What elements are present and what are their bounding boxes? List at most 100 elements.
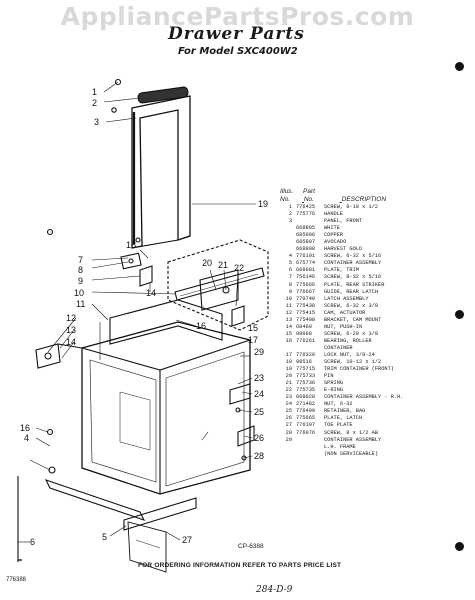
part-illus-no: 18 <box>285 359 292 366</box>
part-number: 668028 <box>296 394 316 401</box>
callout-3: 3 <box>94 117 99 127</box>
part-number: 776320 <box>296 351 316 358</box>
part-description: COPPER <box>324 232 344 239</box>
parts-row: 22 775735 E-RING <box>280 387 462 394</box>
callout-24: 24 <box>254 389 264 399</box>
part-number: 776425 <box>296 204 316 210</box>
part-number <box>296 218 324 225</box>
cam-bracket-part <box>35 343 83 369</box>
part-illus-no: 14 <box>285 323 292 330</box>
part-illus-no: 26 <box>285 415 292 422</box>
part-number: 668808 <box>296 246 316 253</box>
part-illus-no: 2 <box>288 211 292 218</box>
callout-13: 13 <box>66 325 76 335</box>
latch-plate-part <box>229 383 255 461</box>
part-description: LOCK NUT, 3/8-24 <box>324 351 375 358</box>
part-number: 775776 <box>296 211 316 218</box>
callout-14: 14 <box>146 288 156 298</box>
part-description: PLATE, LATCH <box>324 415 363 422</box>
part-illus-no: 6 <box>288 267 292 274</box>
screws-part <box>46 78 141 243</box>
part-description: CONTAINER ASSEMBLY - R.H. <box>324 394 404 401</box>
part-number: 776107 <box>296 422 316 429</box>
part-number: 271482 <box>296 401 316 408</box>
part-illus-no: 17 <box>285 351 292 358</box>
callout-26: 26 <box>254 433 264 443</box>
part-number: 776499 <box>296 408 316 415</box>
part-illus-no: 23 <box>285 394 292 401</box>
latch-rail-part <box>174 267 265 301</box>
part-illus-no <box>280 239 296 246</box>
handwritten-note: 284-D-9 <box>256 585 293 595</box>
part-description: NUT, PUSH-IN <box>324 323 363 330</box>
header-no-1: No. <box>280 196 291 203</box>
part-illus-no: 28 <box>285 429 292 436</box>
part-description: CONTAINER <box>324 344 353 351</box>
part-description: NUT, 6-32 <box>324 401 353 408</box>
binder-hole <box>455 310 464 319</box>
part-illus-no <box>280 225 296 232</box>
part-number: 775735 <box>296 387 316 394</box>
part-illus-no: 29 <box>285 436 292 443</box>
parts-row: 5 675774 CONTAINER ASSEMBLY <box>280 260 462 267</box>
callout-25: 25 <box>254 407 264 417</box>
part-number <box>296 444 324 451</box>
part-number: 675774 <box>296 260 316 267</box>
callout-1: 1 <box>92 87 97 97</box>
header-description: DESCRIPTION <box>341 196 387 203</box>
part-number: 685906 <box>296 232 316 239</box>
parts-list-header: Illus. Part No. No. DESCRIPTION <box>280 188 462 204</box>
part-number <box>296 437 324 444</box>
header-illus: Illus. <box>280 188 294 195</box>
part-number <box>296 451 324 458</box>
part-description: (NON SERVICEABLE) <box>324 450 379 457</box>
callout-2: 2 <box>92 98 97 108</box>
page-subtitle: For Model SXC400W2 <box>178 46 298 57</box>
callout-20: 20 <box>202 258 212 268</box>
part-illus-no: 10 <box>285 295 292 302</box>
header-no-2: No. <box>303 196 314 203</box>
part-number: 776261 <box>296 337 316 344</box>
page-title: Drawer Parts <box>168 24 305 44</box>
callout-10: 10 <box>74 288 84 298</box>
part-description: SCREW, 8-32 x 5/16 <box>324 274 382 281</box>
header-part: Part <box>303 188 315 195</box>
part-illus-no: 5 <box>288 260 292 267</box>
part-number <box>296 345 324 352</box>
part-description: RETAINER, BAG <box>324 408 366 415</box>
ordering-footer: FOR ORDERING INFORMATION REFER TO PARTS … <box>138 562 342 569</box>
part-description: L.H. FRAME <box>324 443 356 450</box>
part-illus-no: 22 <box>285 387 292 394</box>
part-illus-no: 19 <box>285 366 292 373</box>
part-number: 756146 <box>296 274 316 281</box>
callout-12: 12 <box>66 313 76 323</box>
binder-hole <box>455 542 464 551</box>
part-description: CONTAINER ASSEMBLY <box>324 260 382 267</box>
callout-14b: 14 <box>66 337 76 347</box>
latch-assembly-part <box>167 239 269 331</box>
part-number: 98516 <box>296 359 312 366</box>
parts-row: 685906 COPPER <box>280 232 462 239</box>
parts-row: 17 776320 LOCK NUT, 3/8-24 <box>280 352 462 359</box>
part-number: 775733 <box>296 373 316 380</box>
part-illus-no: 1 <box>288 204 292 210</box>
part-description: E-RING <box>324 387 344 394</box>
part-illus-no <box>280 232 296 239</box>
part-description: SCREW, 6-20 x 3/8 <box>324 330 379 337</box>
part-number: 668805 <box>296 225 316 232</box>
part-description: WHITE <box>324 225 340 232</box>
